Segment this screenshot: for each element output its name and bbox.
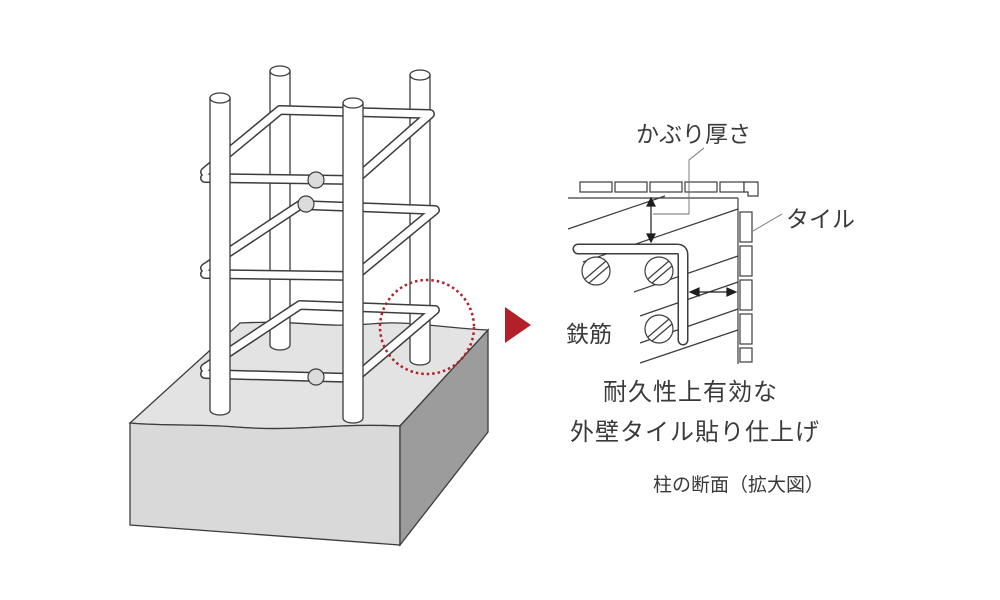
caption-line-1: 耐久性上有効な <box>603 378 778 406</box>
concrete-front-face <box>129 422 401 546</box>
rebar-vertical-front <box>209 92 364 424</box>
cover-dimension-vertical <box>646 196 656 244</box>
section-detail <box>567 147 783 364</box>
concrete-base <box>128 321 490 547</box>
cover-dimension-horizontal <box>688 287 738 297</box>
rebar-section-1 <box>581 256 611 286</box>
rebar-label: 鉄筋 <box>566 322 612 348</box>
tile-label: タイル <box>786 207 855 233</box>
cover-leader <box>653 147 705 215</box>
rebar-hoops <box>200 105 440 383</box>
rebar-vertical-back <box>269 65 431 366</box>
hoop-middle <box>200 200 440 281</box>
rebar-section-2 <box>644 256 674 286</box>
rebar-ties <box>297 171 325 386</box>
pointer-arrow-icon <box>505 307 531 343</box>
caption-line-2: 外壁タイル貼り仕上げ <box>570 418 820 446</box>
leader-lines <box>653 147 783 232</box>
section-title: 柱の断面（拡大図） <box>653 474 825 496</box>
tile-column-right <box>739 211 753 363</box>
cover-thickness-label: かぶり厚さ <box>636 122 751 148</box>
tile-row-top <box>579 181 759 197</box>
tile-leader <box>752 213 783 232</box>
hoop-lower <box>200 300 440 383</box>
callout-circle <box>378 278 476 376</box>
rebar-sections <box>581 256 674 344</box>
column-illustration <box>128 65 490 547</box>
rebar-section-3 <box>644 314 674 344</box>
hoop-upper <box>200 105 435 185</box>
section-hoop <box>572 243 689 346</box>
